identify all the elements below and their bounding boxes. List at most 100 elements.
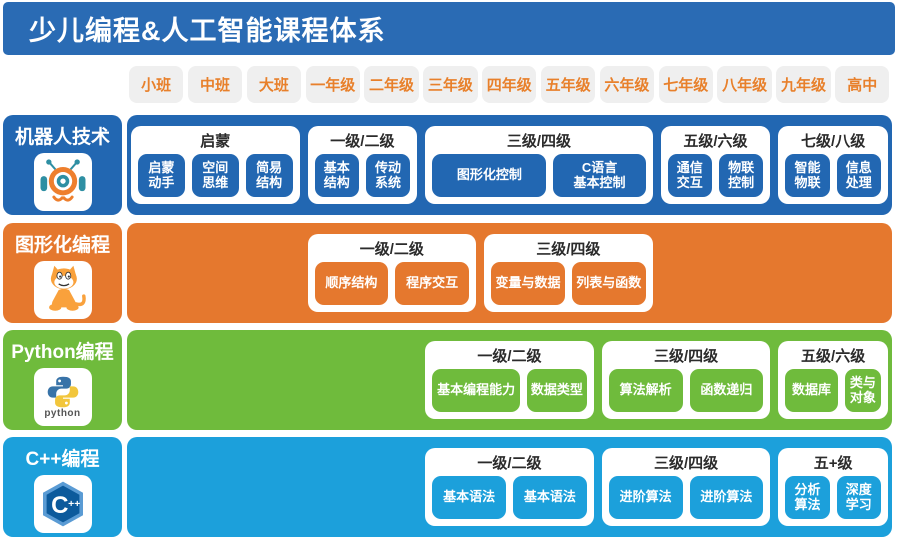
level-name: 一级/二级 (477, 348, 542, 365)
level-card: 一级/二级顺序结构程序交互 (307, 234, 477, 312)
course-chip: 基本语法 (432, 476, 506, 519)
chip-row: 变量与数据列表与函数 (491, 262, 646, 305)
track-lane: 一级/二级顺序结构程序交互三级/四级变量与数据列表与函数 (127, 223, 892, 323)
python-icon: python (33, 368, 92, 426)
cpp-logo-c: C (51, 492, 68, 519)
course-chip: 数据类型 (526, 369, 587, 412)
course-chip: 基本编程能力 (432, 369, 520, 412)
grade-chip: 五年级 (540, 66, 596, 103)
scratch-cat-icon (33, 261, 92, 319)
course-chip: 基本 结构 (314, 154, 359, 197)
grade-chip: 一年级 (305, 66, 360, 103)
cpp-icon: C++ (33, 475, 92, 533)
grade-chip: 八年级 (717, 66, 772, 103)
grade-chip: 大班 (246, 66, 302, 103)
track-label-text: 机器人技术 (14, 127, 110, 148)
course-chip: 智能 物联 (785, 154, 830, 197)
track-lane: 一级/二级基本编程能力数据类型三级/四级算法解析函数递归五级/六级数据库类与 对… (127, 330, 892, 430)
chip-row: 数据库类与 对象 (785, 369, 881, 412)
level-name: 三级/四级 (506, 133, 571, 150)
track-row-graphical: 图形化编程一级/二级顺序结构程序交互三级/四级变量与数据列表与函数 (0, 223, 900, 323)
track-label: C++编程 C++ (3, 437, 122, 537)
course-chip: 进阶算法 (689, 476, 764, 519)
python-logo-caption: python (44, 408, 81, 419)
course-chip: 进阶算法 (608, 476, 683, 519)
level-name: 一级/二级 (477, 455, 542, 472)
track-label-text: Python编程 (11, 342, 114, 363)
chip-row: 顺序结构程序交互 (314, 262, 470, 305)
track-label: Python编程 python (3, 330, 122, 430)
chip-row: 基本 结构传动 系统 (314, 154, 411, 197)
grade-chip: 三年级 (423, 66, 478, 103)
level-name: 五+级 (813, 455, 853, 472)
grade-chip: 中班 (187, 66, 243, 103)
chip-row: 分析 算法深度 学习 (785, 476, 881, 519)
level-card: 三级/四级进阶算法进阶算法 (601, 448, 771, 526)
course-chip: 简易 结构 (245, 154, 293, 197)
grade-chip: 高中 (835, 66, 890, 103)
course-chip: 顺序结构 (314, 262, 389, 305)
track-label-text: C++编程 (25, 449, 100, 470)
course-chip: 算法解析 (608, 369, 683, 412)
level-name: 一级/二级 (330, 133, 395, 150)
course-chip: 程序交互 (395, 262, 470, 305)
course-chip: 类与 对象 (844, 369, 881, 412)
chip-row: 通信 交互物联 控制 (667, 154, 764, 197)
chip-row: 算法解析函数递归 (608, 369, 764, 412)
course-chip: 分析 算法 (785, 476, 830, 519)
course-chip: 物联 控制 (718, 154, 764, 197)
course-chip: 启蒙 动手 (138, 154, 185, 197)
level-card: 一级/二级基本语法基本语法 (425, 448, 594, 526)
level-card: 五级/六级数据库类与 对象 (778, 341, 888, 419)
track-lane: 一级/二级基本语法基本语法三级/四级进阶算法进阶算法五+级分析 算法深度 学习 (127, 437, 892, 537)
course-chip: 变量与数据 (491, 262, 565, 305)
level-name: 一级/二级 (359, 241, 424, 258)
level-name: 启蒙 (200, 133, 231, 150)
track-label-text: 图形化编程 (14, 235, 110, 256)
course-chip: 信息 处理 (836, 154, 881, 197)
level-card: 一级/二级基本编程能力数据类型 (425, 341, 594, 419)
course-chip: 通信 交互 (667, 154, 712, 197)
course-chip: 列表与函数 (571, 262, 646, 305)
course-chip: 深度 学习 (836, 476, 881, 519)
course-chip: C语言 基本控制 (553, 154, 646, 197)
grade-chip: 七年级 (658, 66, 713, 103)
course-chip: 函数递归 (689, 369, 764, 412)
course-chip: 基本语法 (512, 476, 587, 519)
level-card: 一级/二级基本 结构传动 系统 (307, 126, 418, 204)
title-bar: 少儿编程&人工智能课程体系 (3, 2, 895, 55)
level-card: 三级/四级算法解析函数递归 (601, 341, 771, 419)
grade-chip: 四年级 (482, 66, 537, 103)
grade-chip: 九年级 (776, 66, 831, 103)
level-name: 五级/六级 (683, 133, 748, 150)
track-label: 机器人技术 (3, 115, 122, 215)
level-name: 三级/四级 (653, 455, 719, 472)
course-chip: 图形化控制 (432, 154, 547, 197)
level-card: 启蒙启蒙 动手空间 思维简易 结构 (131, 126, 300, 204)
level-card: 五+级分析 算法深度 学习 (778, 448, 888, 526)
track-label: 图形化编程 (3, 223, 122, 323)
track-lane: 启蒙启蒙 动手空间 思维简易 结构一级/二级基本 结构传动 系统三级/四级图形化… (127, 115, 892, 215)
robot-icon (33, 153, 92, 211)
course-chip: 传动 系统 (365, 154, 411, 197)
grade-chip: 六年级 (599, 66, 655, 103)
course-chip: 数据库 (785, 369, 838, 412)
track-row-robotics: 机器人技术启蒙启蒙 动手空间 思维简易 结构一级/二级基本 结构传动 系统三级/… (0, 115, 900, 215)
grade-chip: 二年级 (364, 66, 419, 103)
chip-row: 智能 物联信息 处理 (785, 154, 881, 197)
level-card: 三级/四级变量与数据列表与函数 (484, 234, 653, 312)
cpp-logo-plus: ++ (68, 499, 80, 510)
course-chip: 空间 思维 (191, 154, 239, 197)
page-title: 少儿编程&人工智能课程体系 (29, 16, 386, 46)
chip-row: 基本语法基本语法 (432, 476, 587, 519)
level-name: 五级/六级 (801, 348, 866, 365)
level-name: 七级/八级 (801, 133, 866, 150)
level-card: 五级/六级通信 交互物联 控制 (660, 126, 771, 204)
level-name: 三级/四级 (536, 241, 601, 258)
level-name: 三级/四级 (653, 348, 719, 365)
